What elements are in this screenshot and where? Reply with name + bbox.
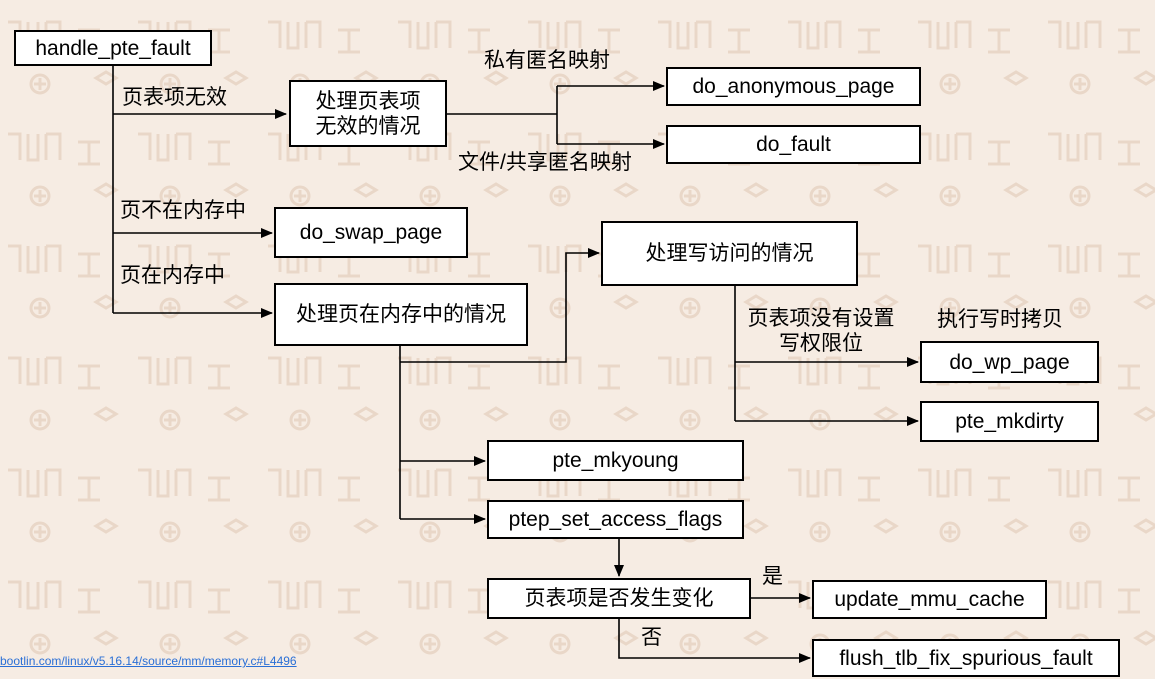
label-cow: 执行写时拷贝 [937, 308, 1063, 331]
source-link[interactable]: bootlin.com/linux/v5.16.14/source/mm/mem… [0, 654, 297, 668]
update-mmu-cache-box: update_mmu_cache [812, 580, 1047, 619]
label-file-shared: 文件/共享匿名映射 [458, 151, 632, 174]
handle-invalid-pte-box: 处理页表项无效的情况 [289, 80, 447, 147]
label-no-write-perm: 页表项没有设置写权限位 [747, 307, 895, 355]
handle-write-access-box: 处理写访问的情况 [601, 221, 858, 286]
handle-in-memory-box: 处理页在内存中的情况 [274, 283, 528, 346]
do-wp-page-box: do_wp_page [920, 341, 1099, 383]
label-not-in-memory: 页不在内存中 [120, 199, 246, 222]
do-fault-box: do_fault [666, 125, 921, 164]
pte-mkyoung-box: pte_mkyoung [487, 440, 744, 481]
handle-pte-fault-box: handle_pte_fault [14, 30, 212, 66]
label-pte-invalid: 页表项无效 [122, 86, 227, 109]
flush-tlb-box: flush_tlb_fix_spurious_fault [812, 639, 1120, 677]
pte-changed-decision-box: 页表项是否发生变化 [487, 578, 751, 619]
ptep-set-access-flags-box: ptep_set_access_flags [487, 500, 744, 539]
label-no: 否 [641, 626, 662, 649]
handle-invalid-pte-text: 处理页表项无效的情况 [315, 89, 421, 138]
do-anonymous-page-box: do_anonymous_page [666, 67, 921, 106]
label-in-memory: 页在内存中 [120, 264, 225, 287]
label-yes: 是 [762, 565, 783, 588]
label-private-anon: 私有匿名映射 [484, 49, 610, 72]
do-swap-page-box: do_swap_page [274, 207, 468, 258]
pte-mkdirty-box: pte_mkdirty [920, 401, 1099, 442]
